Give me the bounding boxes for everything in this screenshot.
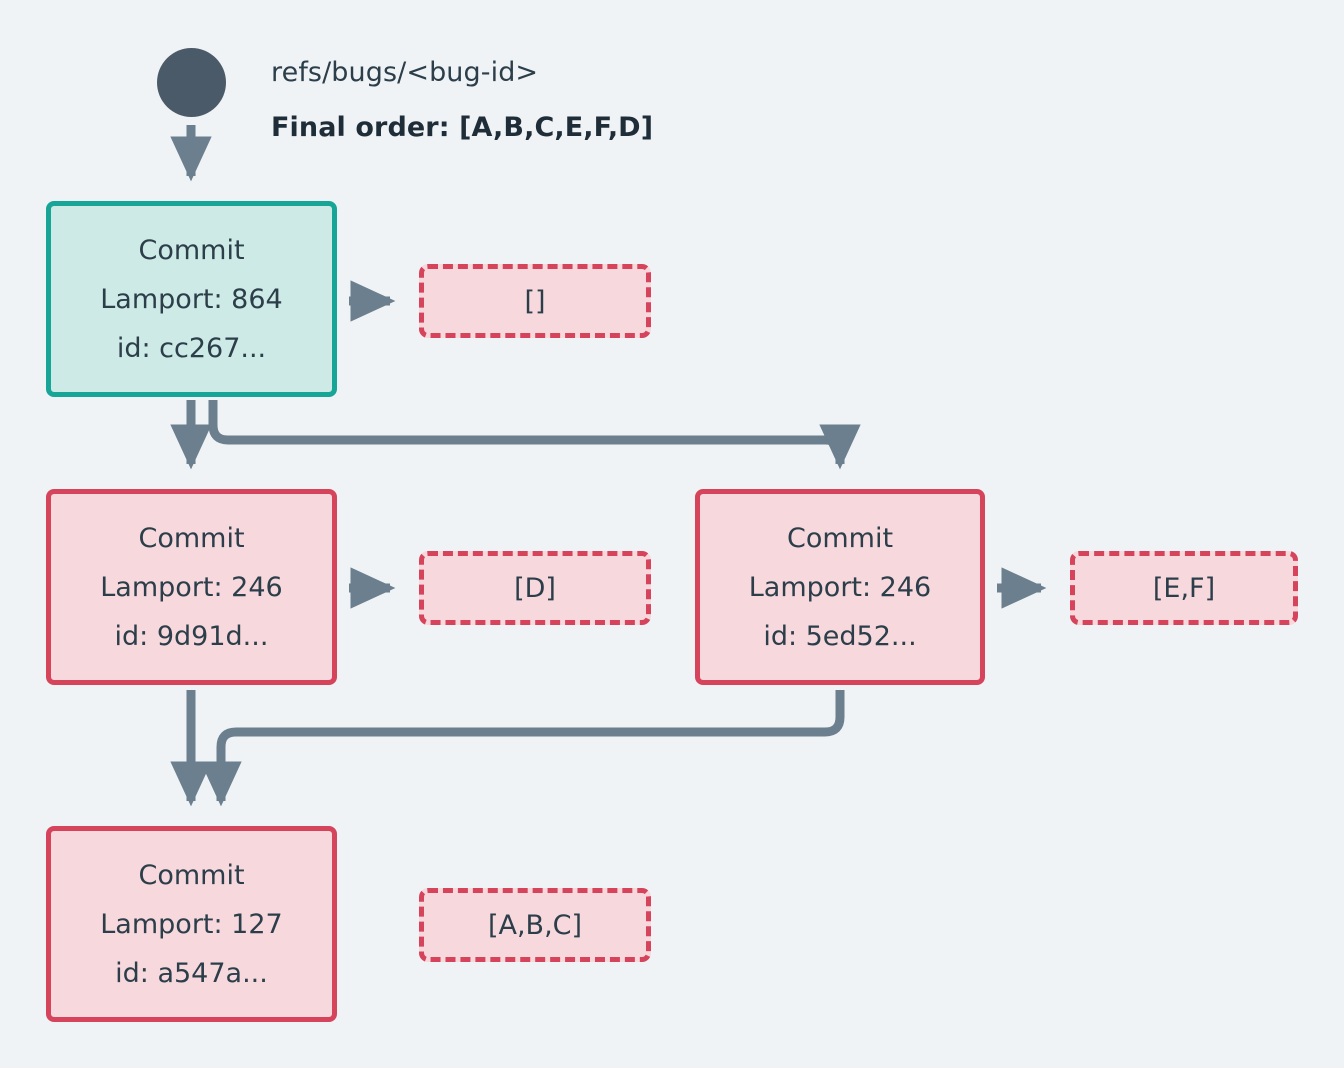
edge-cc267-to-5ed52 bbox=[208, 400, 861, 470]
commit-node-id: id: a547a... bbox=[115, 957, 268, 989]
payload-box-9d91d[interactable]: [D] bbox=[419, 551, 651, 625]
commit-node-cc267[interactable]: Commit Lamport: 864 id: cc267... bbox=[46, 201, 337, 397]
payload-ops-label: [D] bbox=[514, 572, 556, 604]
commit-node-kind: Commit bbox=[786, 522, 894, 554]
commit-node-lamport: Lamport: 246 bbox=[100, 571, 283, 603]
commit-node-id: id: 9d91d... bbox=[114, 620, 269, 652]
commit-node-lamport: Lamport: 246 bbox=[748, 571, 932, 603]
commit-node-id: id: cc267... bbox=[116, 332, 267, 364]
payload-box-5ed52[interactable]: [E,F] bbox=[1070, 551, 1298, 625]
commit-node-kind: Commit bbox=[138, 522, 245, 554]
commit-node-5ed52[interactable]: Commit Lamport: 246 id: 5ed52... bbox=[695, 489, 985, 685]
start-node-dot bbox=[157, 48, 226, 117]
commit-node-9d91d[interactable]: Commit Lamport: 246 id: 9d91d... bbox=[46, 489, 337, 685]
commit-node-kind: Commit bbox=[138, 859, 245, 891]
payload-ops-label: [A,B,C] bbox=[487, 909, 583, 941]
commit-node-a547a[interactable]: Commit Lamport: 127 id: a547a... bbox=[46, 826, 337, 1022]
commit-node-lamport: Lamport: 864 bbox=[100, 283, 283, 315]
payload-ops-label: [E,F] bbox=[1152, 572, 1216, 604]
commit-node-lamport: Lamport: 127 bbox=[100, 908, 283, 940]
payload-ops-label: [] bbox=[524, 285, 546, 317]
ref-label: refs/bugs/<bug-id> bbox=[271, 57, 539, 88]
payload-box-cc267[interactable]: [] bbox=[419, 264, 651, 338]
final-order-label: Final order: [A,B,C,E,F,D] bbox=[271, 112, 654, 143]
commit-node-id: id: 5ed52... bbox=[763, 620, 917, 652]
commit-node-kind: Commit bbox=[138, 234, 245, 266]
payload-box-a547a[interactable]: [A,B,C] bbox=[419, 888, 651, 962]
edge-5ed52-to-a547a bbox=[200, 690, 845, 807]
